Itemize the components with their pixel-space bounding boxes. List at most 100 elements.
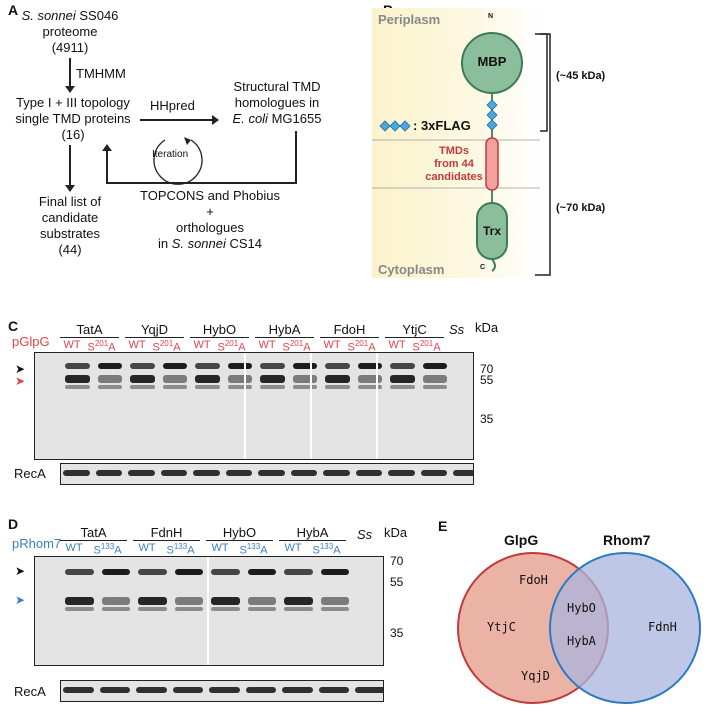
band-minor (174, 607, 203, 611)
band-minor (320, 607, 349, 611)
band-reca (282, 687, 313, 693)
lane-mutant: S133A (239, 542, 268, 557)
proteome-species: S. sonnei (21, 8, 76, 23)
final-line1: Final list of (38, 194, 102, 209)
lane-wt: WT (323, 339, 341, 351)
cs14-species: S. sonnei (171, 236, 226, 251)
loop-arrow-head (102, 144, 112, 151)
band-full-length (211, 569, 240, 575)
marker-55-c: 55 (480, 373, 494, 387)
lane-group-yqjd: YqjD (125, 322, 184, 338)
lane-wt: WT (388, 339, 406, 351)
lane-divider (310, 353, 312, 459)
band-cleaved (227, 375, 252, 383)
band-minor (65, 607, 94, 611)
band-cleaved (292, 375, 317, 383)
band-cleaved (357, 375, 382, 383)
band-minor (325, 385, 350, 389)
proteome-count: (4911) (51, 40, 89, 55)
lane-group-hyba: HybA (279, 525, 346, 541)
band-full-length (247, 569, 276, 575)
tmhmm-label: TMHMM (76, 66, 126, 81)
lane-group-fdnh: FdnH (133, 525, 200, 541)
band-cleaved (325, 375, 350, 383)
band-reca (420, 470, 447, 476)
band-minor (247, 607, 276, 611)
tmd-helix (485, 137, 499, 191)
c-terminus-label: C (480, 264, 486, 271)
arrow-final-head (65, 185, 75, 192)
band-full-length (284, 569, 313, 575)
lane-divider (376, 353, 378, 459)
band-reca (355, 470, 382, 476)
band-full-length (422, 363, 447, 369)
western-blot-c (34, 352, 474, 460)
band-reca (160, 470, 187, 476)
venn-hyba: HybA (567, 634, 596, 648)
marker-35-c: 35 (480, 412, 494, 426)
lane-wt: WT (138, 542, 156, 554)
band-reca (128, 470, 155, 476)
loop-right (295, 131, 297, 183)
arrow-tmhmm-head (65, 86, 75, 93)
band-cleaved (284, 597, 313, 605)
band-full-length (162, 363, 187, 369)
lane-wt: WT (65, 542, 83, 554)
band-full-length (325, 363, 350, 369)
band-cleaved (130, 375, 155, 383)
band-full-length (292, 363, 317, 369)
band-minor (227, 385, 252, 389)
band-full-length (195, 363, 220, 369)
lane-group-tata: TatA (60, 322, 119, 338)
reca-label-c: RecA (14, 466, 46, 481)
western-blot-d (34, 556, 384, 666)
cs14-prefix: in (157, 236, 172, 251)
band-cleaved (422, 375, 447, 383)
construct-rhom7: pRhom7 (12, 536, 62, 551)
band-reca (63, 687, 94, 693)
band-full-length (97, 363, 122, 369)
band-full-length (320, 569, 349, 575)
lane-group-ytjc: YtjC (385, 322, 444, 338)
venn-title-glpg: GlpG (504, 532, 539, 548)
band-reca (63, 470, 90, 476)
arrow-hhpred (140, 119, 214, 121)
band-minor (211, 607, 240, 611)
topology-count: (16) (61, 127, 85, 142)
n-terminus-label: N (488, 13, 494, 20)
band-reca (193, 470, 220, 476)
final-line2: candidate (41, 210, 99, 225)
proteome-box: S. sonnei SS046 proteome (4911) (20, 8, 120, 56)
full-length-arrow-d-icon: ➤ (15, 564, 26, 578)
flag-label: : 3xFLAG (413, 118, 471, 133)
orthologues-label: orthologues (176, 220, 244, 235)
band-cleaved (138, 597, 167, 605)
lane-mutant: S201A (282, 339, 311, 354)
band-full-length (65, 569, 94, 575)
band-full-length (174, 569, 203, 575)
lane-group-fdoh: FdoH (320, 322, 379, 338)
band-full-length (130, 363, 155, 369)
ss-label-d: Ss (357, 527, 373, 542)
periplasm-label: Periplasm (378, 12, 441, 27)
band-minor (357, 385, 382, 389)
kda-label-d: kDa (384, 525, 408, 540)
panel-c-letter: C (8, 318, 19, 334)
lane-mutant: S201A (152, 339, 181, 354)
flag-legend-icon (379, 120, 411, 132)
final-line3: substrates (40, 226, 100, 241)
cs14-strain: CS14 (225, 236, 263, 251)
full-length-arrow-c-icon: ➤ (15, 362, 26, 376)
tmd-label: TMDs from 44 candidates (424, 145, 484, 184)
panel-e-letter: E (438, 518, 448, 534)
topcons-plus: + (206, 204, 214, 219)
kda-label-c: kDa (475, 320, 499, 335)
band-cleaved (174, 597, 203, 605)
lane-group-tata: TatA (60, 525, 127, 541)
reca-blot-d (60, 680, 384, 702)
band-minor (97, 385, 122, 389)
tmd-label-line1: TMDs (439, 145, 469, 157)
